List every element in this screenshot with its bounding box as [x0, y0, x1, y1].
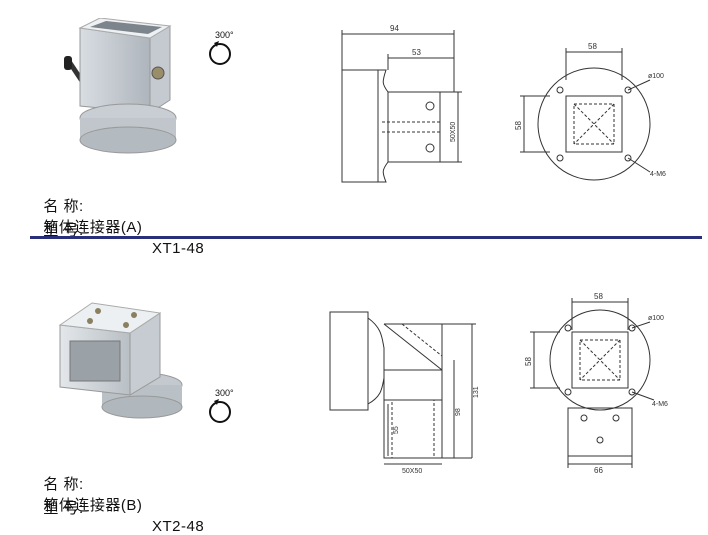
model-value-a: XT1-48 — [152, 240, 205, 257]
rotation-label-a: 300° — [215, 30, 234, 40]
section-divider — [30, 236, 702, 239]
top-drawing-b: 58 58 ø100 4-M6 66 — [524, 292, 668, 475]
model-value-b: XT2-48 — [152, 518, 205, 535]
dim-holes-a: 4-M6 — [650, 171, 666, 178]
model-row-b: 型 号: XT2-48 — [34, 480, 203, 535]
dim-50x50-b: 50X50 — [402, 468, 422, 475]
product-photo-b — [58, 302, 183, 419]
rotation-label-b: 300° — [215, 388, 234, 398]
dim-53-a: 53 — [412, 48, 421, 57]
model-label-b: 型 号: — [43, 500, 84, 517]
name-label-a: 名 称: — [43, 198, 84, 215]
name-value-a: 箱体连接器(A) — [43, 219, 143, 236]
top-drawing-a: 58 58 ø100 4-M6 — [514, 42, 666, 181]
dim-58-side-a: 58 — [514, 121, 523, 130]
name-label-b: 名 称: — [43, 476, 84, 493]
dim-94-a: 94 — [390, 24, 399, 33]
name-row-a: 名 称: 箱体连接器(A) — [34, 178, 142, 237]
dim-98-b: 98 — [455, 408, 462, 416]
dim-66-b: 66 — [594, 466, 603, 475]
dim-holes-b: 4-M6 — [652, 401, 668, 408]
dim-55-b: 55 — [393, 426, 400, 434]
model-row-a: 型 号: XT1-48 — [34, 202, 203, 257]
dim-50x50-a: 50X50 — [450, 122, 457, 142]
side-drawing-b: 55 98 131 50X50 — [329, 311, 480, 475]
side-drawing-a: 94 53 50X50 — [341, 24, 462, 183]
model-label-a: 型 号: — [43, 222, 84, 239]
dim-58-top-b: 58 — [594, 292, 603, 301]
dim-diameter-a: ø100 — [648, 73, 664, 80]
dim-58-top-a: 58 — [588, 42, 597, 51]
rotation-icon-b: 300° — [205, 388, 239, 428]
product-photo-a — [64, 18, 177, 154]
dim-diameter-b: ø100 — [648, 315, 664, 322]
dim-131-b: 131 — [473, 386, 480, 398]
dim-58-side-b: 58 — [524, 357, 533, 366]
rotation-icon-a: 300° — [205, 30, 239, 70]
